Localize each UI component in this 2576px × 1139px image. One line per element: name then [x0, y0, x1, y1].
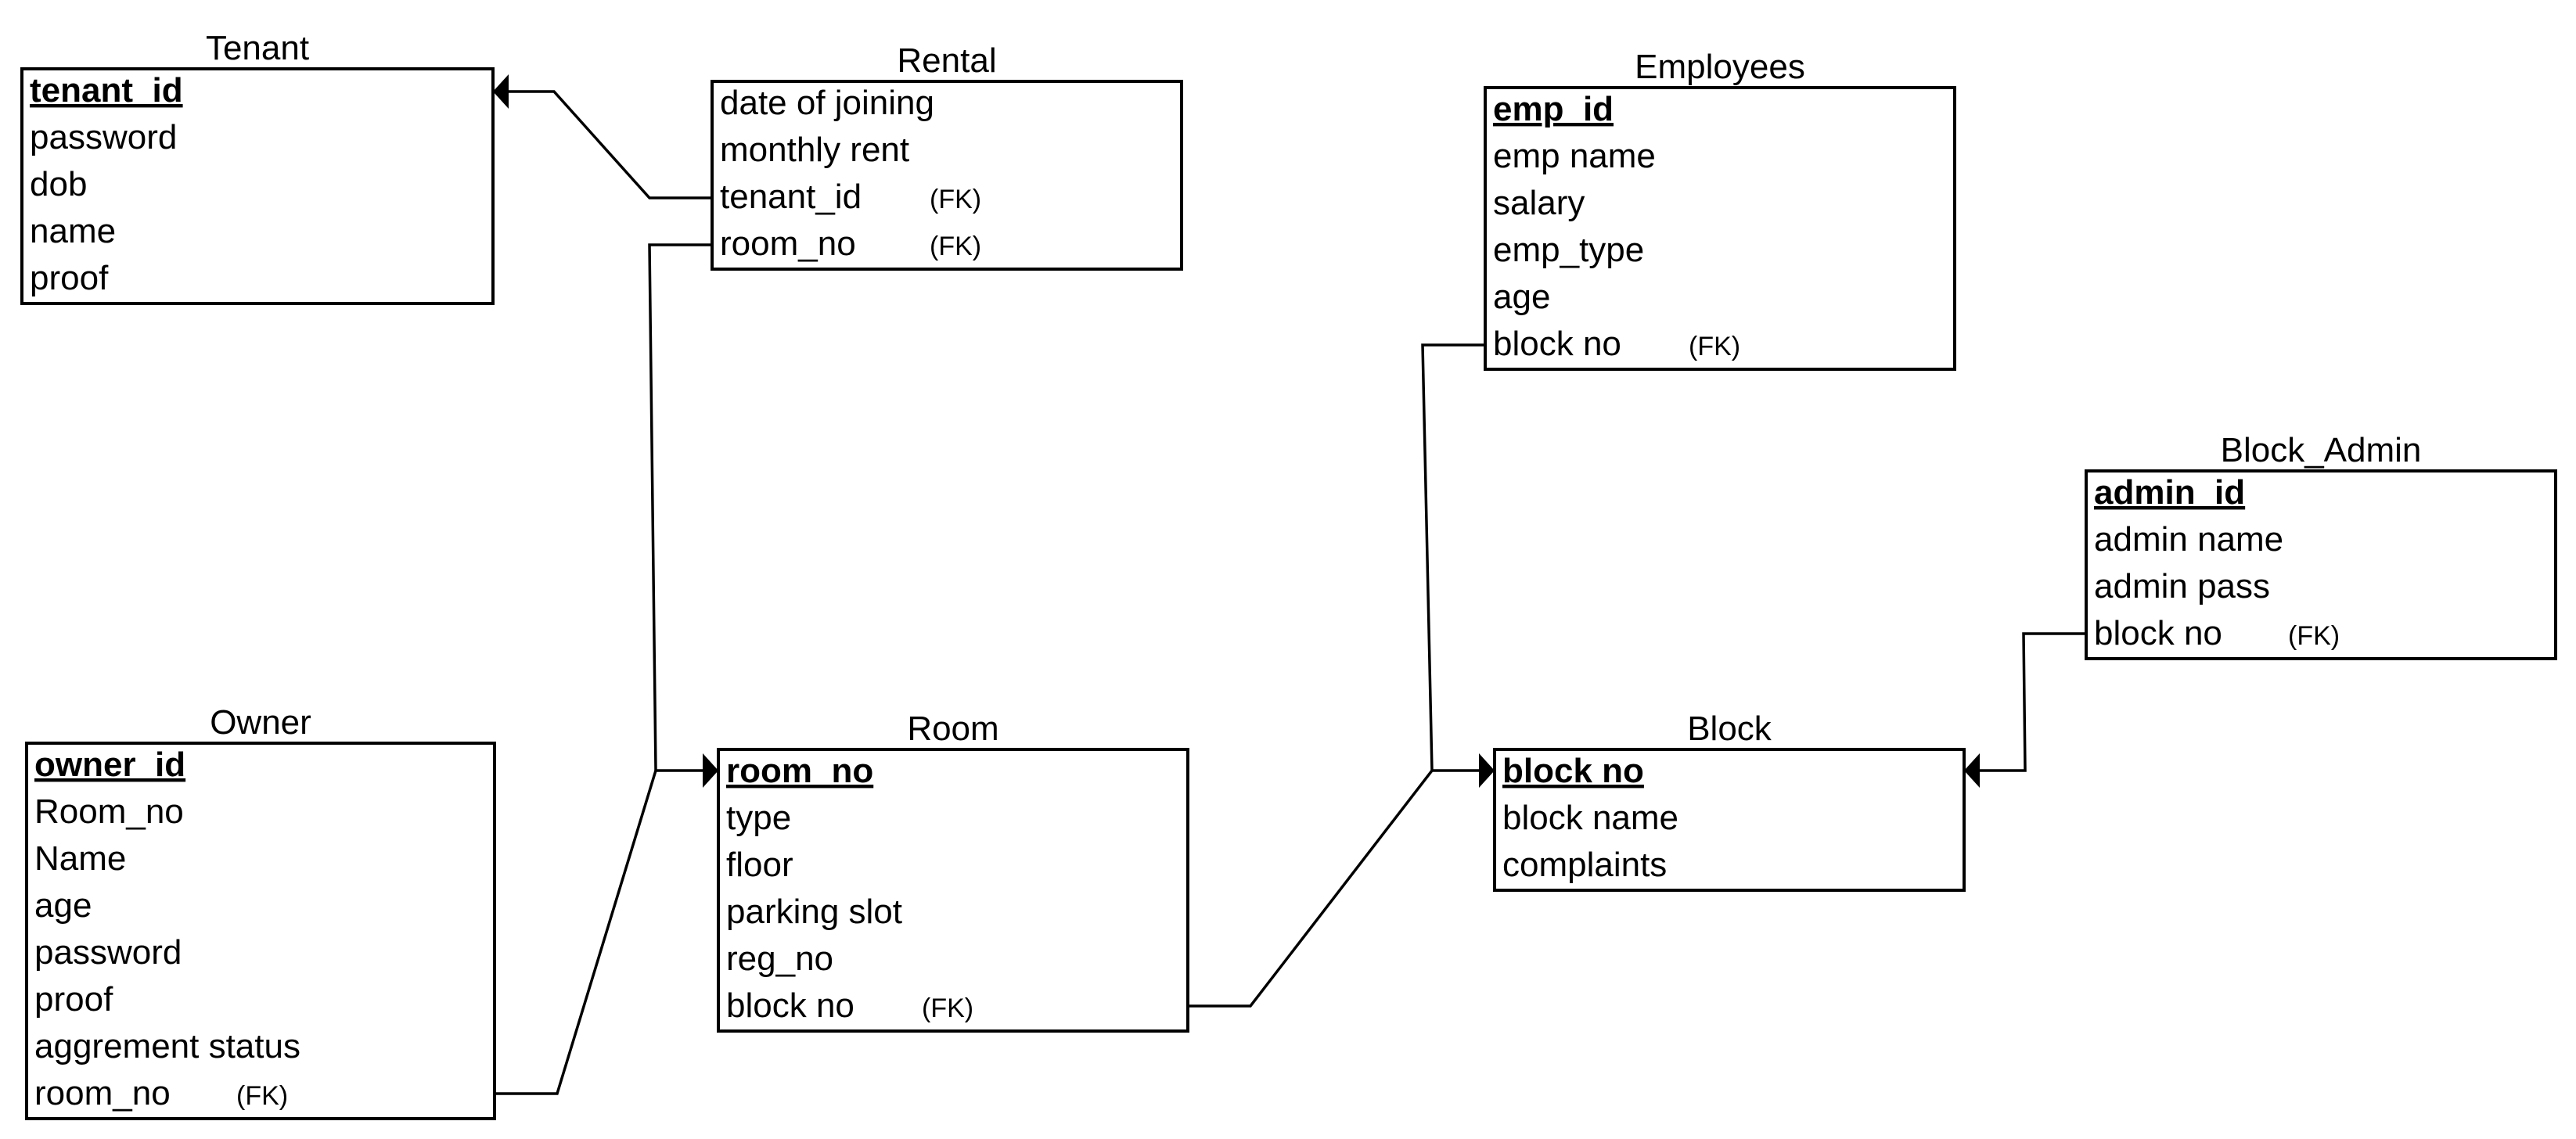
entity-tenant: Tenant tenant_id password dob name proof — [20, 29, 495, 305]
entity-title: Room — [907, 710, 998, 748]
entity-title: Owner — [210, 703, 311, 742]
connector-line — [1978, 632, 2086, 772]
field-label: proof — [34, 980, 113, 1019]
entity-box — [711, 80, 1183, 271]
primary-key-field: block no — [1502, 752, 1644, 790]
entity-box — [2085, 469, 2557, 660]
foreign-key-field: block no — [726, 986, 854, 1025]
entity-title: Tenant — [206, 29, 309, 67]
primary-key-field: tenant_id — [30, 71, 183, 110]
primary-key-field: admin_id — [2094, 473, 2245, 512]
connector-rental-room — [648, 243, 718, 788]
field-label: proof — [30, 259, 109, 297]
field-label: emp_type — [1493, 231, 1644, 269]
fk-marker: (FK) — [922, 993, 973, 1023]
fk-marker: (FK) — [930, 185, 981, 214]
entity-tables: Tenant tenant_id password dob name proof Renta… — [20, 29, 2557, 1120]
foreign-key-field: tenant_id — [720, 178, 862, 216]
field-label: floor — [726, 846, 793, 884]
primary-key-field: room_no — [726, 752, 873, 790]
entity-title: Employees — [1635, 48, 1805, 86]
field-label: block name — [1502, 799, 1678, 837]
connector-blockadmin-block — [1964, 632, 2086, 788]
entity-block: Block block no block name complaints — [1493, 710, 1966, 892]
entity-rental: Rental date of joining monthly rent tenant_… — [711, 41, 1183, 271]
fk-marker: (FK) — [2288, 621, 2340, 651]
field-label: type — [726, 799, 791, 837]
primary-key-field: emp_id — [1493, 90, 1614, 128]
field-label: date of joining — [720, 84, 934, 122]
field-label: complaints — [1502, 846, 1667, 884]
field-label: emp name — [1493, 137, 1656, 175]
entity-box — [25, 742, 496, 1120]
entity-box — [717, 748, 1189, 1033]
foreign-key-field: room_no — [720, 225, 856, 263]
field-label: aggrement status — [34, 1027, 300, 1065]
arrowhead — [1479, 753, 1495, 788]
field-label: monthly rent — [720, 131, 909, 169]
connector-line — [1188, 769, 1480, 1008]
field-label: age — [34, 886, 92, 925]
field-label: admin name — [2094, 520, 2283, 559]
connector-line — [507, 90, 712, 199]
foreign-key-field: block no — [2094, 614, 2222, 652]
field-label: parking slot — [726, 893, 902, 931]
connector-line — [495, 770, 657, 1095]
primary-key-field: owner_id — [34, 746, 185, 784]
fk-marker: (FK) — [930, 232, 981, 261]
field-label: password — [34, 933, 182, 972]
connector-line — [648, 243, 712, 772]
field-label: age — [1493, 278, 1550, 316]
connector-owner-room — [495, 770, 657, 1095]
field-label: admin pass — [2094, 567, 2270, 605]
connector-employees-block — [1421, 343, 1485, 771]
entity-box — [1493, 748, 1966, 892]
field-label: Room_no — [34, 792, 184, 831]
relationship-connectors — [493, 74, 2086, 1095]
entity-title: Block_Admin — [2221, 431, 2422, 469]
entity-title: Block — [1687, 710, 1772, 748]
field-label: reg_no — [726, 940, 833, 978]
field-label: Name — [34, 839, 126, 878]
connector-rental-tenant — [493, 74, 712, 199]
arrowhead — [703, 753, 718, 788]
arrowhead — [1964, 753, 1980, 788]
connector-line — [1421, 343, 1485, 771]
connector-room-block — [1188, 753, 1495, 1008]
foreign-key-field: block no — [1493, 325, 1621, 363]
foreign-key-field: room_no — [34, 1074, 171, 1112]
arrowhead — [493, 74, 509, 109]
field-label: salary — [1493, 184, 1585, 222]
entity-box — [20, 67, 495, 305]
fk-marker: (FK) — [1689, 332, 1740, 361]
entity-box — [1484, 86, 1956, 371]
field-label: password — [30, 118, 177, 156]
field-label: dob — [30, 165, 87, 203]
entity-title: Rental — [897, 41, 996, 80]
fk-marker: (FK) — [236, 1081, 288, 1111]
field-label: name — [30, 212, 116, 250]
